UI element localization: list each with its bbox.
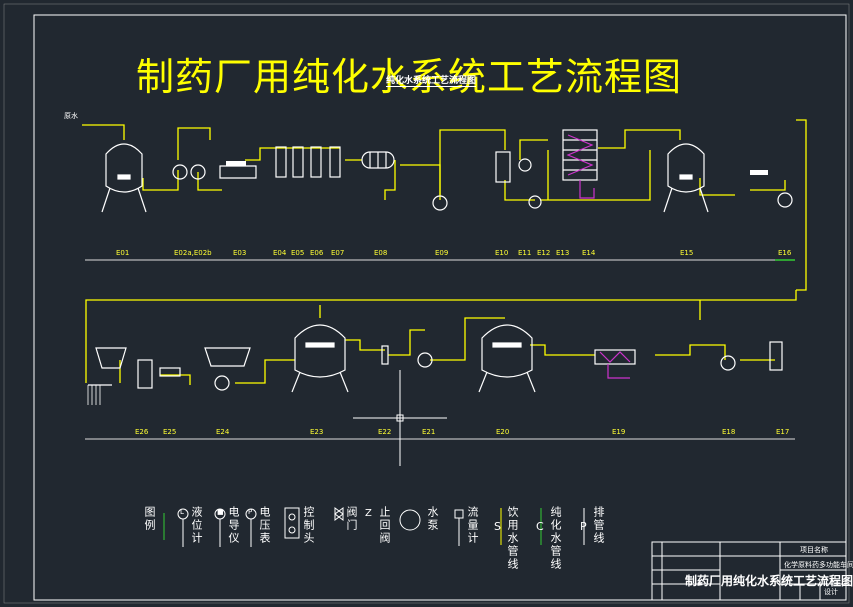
title-block-project-name: 化学原料药多功能车间 — [784, 561, 853, 569]
tag-e13: E13 — [556, 249, 570, 257]
tag-e22: E22 — [378, 428, 392, 436]
column-e06 — [310, 146, 322, 178]
legend-voltmeter: 电压表 — [258, 506, 271, 545]
legend-symbol-p: P — [248, 508, 253, 516]
tag-e25: E25 — [163, 428, 177, 436]
tag-e20: E20 — [496, 428, 510, 436]
legend-symbol-e: ■ — [217, 508, 224, 516]
tag-e15: E15 — [680, 249, 694, 257]
pump-e11 — [528, 195, 542, 209]
tag-e26: E26 — [135, 428, 149, 436]
tag-e18: E18 — [722, 428, 736, 436]
trace-line — [579, 180, 595, 199]
source-label: 原水 — [64, 112, 78, 120]
unit-e24 — [204, 347, 251, 367]
legend-purified-water-line: 纯化水管线 — [549, 506, 562, 571]
legend-symbol-drain: P — [580, 520, 587, 533]
legend-symbol-z: Z — [365, 508, 372, 519]
page-title: 制药厂用纯化水系统工艺流程图 — [136, 55, 683, 99]
pump-e02b — [190, 164, 206, 180]
tag-e21: E21 — [422, 428, 436, 436]
tag-e19: E19 — [612, 428, 626, 436]
title-block-design-label: 设计 — [824, 588, 838, 596]
legend-flowmeter: 流量计 — [466, 506, 479, 545]
tank-e01 — [101, 143, 147, 213]
pump-e02a — [172, 164, 188, 180]
legend-valve: 阀门 — [345, 506, 358, 532]
heat-exchanger-e08 — [361, 151, 395, 169]
tag-e03: E03 — [233, 249, 247, 257]
unit-e17 — [769, 341, 783, 371]
column-e07 — [329, 146, 341, 178]
pump-e24 — [214, 375, 230, 391]
center-crosshair — [353, 370, 447, 466]
tag-e08: E08 — [374, 249, 388, 257]
legend-pump: 水泵 — [426, 506, 439, 532]
tag-e23: E23 — [310, 428, 324, 436]
title-block — [651, 541, 847, 601]
legend-heading: 图例 — [143, 506, 156, 532]
tank-e20 — [478, 324, 536, 393]
legend-control-head: 控制头 — [302, 506, 315, 545]
tag-e07: E07 — [331, 249, 345, 257]
tag-e05: E05 — [291, 249, 305, 257]
legend-drain-line: 排管线 — [592, 506, 605, 545]
tank-e23 — [291, 324, 349, 393]
tag-e12: E12 — [537, 249, 551, 257]
column-e05 — [292, 146, 304, 178]
tag-e04: E04 — [273, 249, 287, 257]
drawing-subtitle: 纯化水系统工艺流程图 — [386, 73, 477, 87]
filter-e22 — [381, 345, 389, 365]
pump-e09 — [432, 195, 448, 211]
pump-e21 — [417, 352, 433, 368]
row2-equipment — [87, 324, 783, 405]
legend-level-gauge: 液位计 — [190, 506, 203, 545]
title-block-drawing-title: 制药厂用纯化水系统工艺流程图 — [685, 574, 853, 588]
legend-conductivity-meter: 电导仪 — [227, 506, 240, 545]
title-block-project-label: 项目名称 — [800, 546, 828, 554]
tag-e17: E17 — [776, 428, 790, 436]
legend-symbol-s: S — [494, 520, 501, 533]
pump-e12 — [518, 158, 532, 172]
tag-e02: E02a,E02b — [174, 249, 212, 257]
tag-e14: E14 — [582, 249, 596, 257]
unit-e10 — [495, 151, 511, 183]
column-e04 — [275, 146, 287, 178]
pump-e16 — [777, 192, 793, 208]
legend-symbol-l: L — [180, 508, 184, 516]
legend-potable-water-line: 饮用水管线 — [506, 506, 519, 571]
tag-e01: E01 — [116, 249, 130, 257]
ro-unit-e14 — [562, 129, 598, 181]
legend-check-valve: 止回阀 — [378, 506, 391, 545]
tag-e09: E09 — [435, 249, 449, 257]
row1-equipment — [101, 129, 793, 213]
heat-exchanger-e19 — [594, 349, 636, 379]
tag-e16: E16 — [778, 249, 792, 257]
pump-e18 — [720, 355, 736, 371]
tag-e11: E11 — [518, 249, 532, 257]
unit-e25 — [137, 359, 153, 389]
unit-e03 — [219, 165, 257, 179]
row1-pipes — [82, 119, 807, 291]
tag-e24: E24 — [216, 428, 230, 436]
tag-e06: E06 — [310, 249, 324, 257]
legend-symbol-c: C — [536, 520, 544, 533]
drawing-frame — [33, 14, 847, 601]
drawing-outer-frame — [3, 3, 850, 604]
row2-pipes — [85, 290, 797, 385]
tag-e10: E10 — [495, 249, 509, 257]
tank-e15 — [663, 143, 709, 213]
legend-symbols — [163, 507, 585, 547]
unit-e26 — [95, 347, 127, 369]
